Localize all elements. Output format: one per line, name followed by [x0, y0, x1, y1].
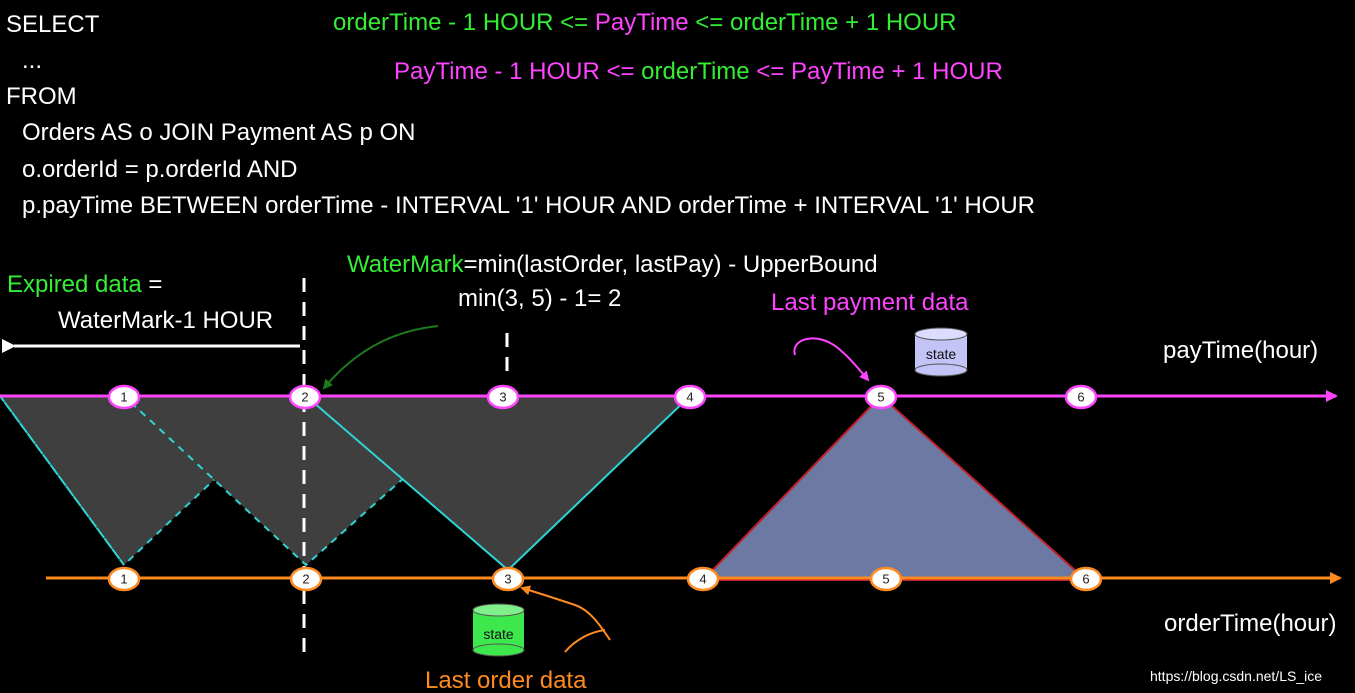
last-payment-label: Last payment data	[771, 289, 969, 316]
order-node-circle	[1069, 566, 1103, 592]
formula-order-bounds: orderTime - 1 HOUR <= PayTime <= orderTi…	[333, 9, 957, 36]
pay-node-1: 1	[107, 384, 141, 410]
order-node-2: 2	[289, 566, 323, 592]
order-node-label: 4	[699, 572, 706, 587]
order-state-icon: state	[472, 603, 525, 657]
order-node-circle	[491, 566, 525, 592]
formula1-part3: <= orderTime + 1 HOUR	[689, 9, 957, 36]
ordertime-axis-label: orderTime(hour)	[1164, 610, 1337, 637]
order-node-circle	[869, 566, 903, 592]
formula2-part2: orderTime	[641, 58, 749, 85]
pay-node-6: 6	[1064, 384, 1098, 410]
sql-between-line: p.payTime BETWEEN orderTime - INTERVAL '…	[22, 192, 1035, 219]
last-order-pointer-arrow	[520, 585, 611, 641]
watermark-formula-text: =min(lastOrder, lastPay) - UpperBound	[463, 251, 877, 278]
formula-pay-bounds: PayTime - 1 HOUR <= orderTime <= PayTime…	[394, 58, 1003, 85]
expired-data-label: Expired data =	[7, 271, 162, 298]
payment-state-top	[914, 327, 968, 341]
order-node-6: 6	[1069, 566, 1103, 592]
paytime-nodes: 1 2 3 4 5 6	[107, 384, 1098, 410]
formula2-part1: PayTime - 1 HOUR <=	[394, 58, 641, 85]
order-state-label: state	[483, 626, 514, 642]
sql-from: FROM	[6, 83, 77, 110]
window-pay-5	[700, 394, 1089, 581]
payment-state-icon: state	[914, 327, 968, 377]
sql-on-line: o.orderId = p.orderId AND	[22, 156, 297, 183]
pay-node-5: 5	[864, 384, 898, 410]
watermark-calc: min(3, 5) - 1= 2	[458, 285, 621, 312]
formula2-part3: <= PayTime + 1 HOUR	[750, 58, 1003, 85]
expired-eq: =	[142, 271, 163, 298]
pay-node-circle	[288, 384, 322, 410]
order-node-circle	[289, 566, 323, 592]
order-node-4: 4	[686, 566, 720, 592]
pay-node-circle	[107, 384, 141, 410]
pay-node-2: 2	[288, 384, 322, 410]
sql-join-line: Orders AS o JOIN Payment AS p ON	[22, 119, 415, 146]
order-state-body	[473, 610, 524, 650]
watermark-pointer-arrow	[322, 325, 439, 390]
paytime-axis-label: payTime(hour)	[1163, 337, 1318, 364]
watermark-formula: WaterMark=min(lastOrder, lastPay) - Uppe…	[347, 251, 878, 278]
pay-node-4: 4	[673, 384, 707, 410]
order-node-3: 3	[491, 566, 525, 592]
pay-node-label: 3	[499, 390, 506, 405]
expired-label: Expired data	[7, 271, 142, 298]
sql-select: SELECT	[6, 11, 100, 38]
source-watermark: https://blog.csdn.net/LS_ice	[1150, 668, 1322, 684]
order-node-label: 1	[120, 572, 127, 587]
pay-node-label: 5	[877, 390, 884, 405]
order-state-top	[472, 603, 525, 617]
pay-node-circle	[673, 384, 707, 410]
order-windows	[0, 395, 693, 572]
pay-node-label: 2	[301, 390, 308, 405]
pay-node-label: 6	[1077, 390, 1084, 405]
watermark-label: WaterMark	[347, 251, 464, 278]
pay-node-circle	[1064, 384, 1098, 410]
pay-node-circle	[486, 384, 520, 410]
order-node-label: 6	[1082, 572, 1089, 587]
order-node-label: 5	[882, 572, 889, 587]
last-order-label: Last order data	[425, 667, 587, 693]
pay-node-3: 3	[486, 384, 520, 410]
formula1-part2: PayTime	[595, 9, 689, 36]
sql-ellipsis: ...	[22, 47, 42, 74]
order-node-label: 2	[302, 572, 309, 587]
pay-node-label: 4	[686, 390, 693, 405]
order-node-5: 5	[869, 566, 903, 592]
last-order-pointer-tail	[564, 629, 606, 653]
order-node-label: 3	[504, 572, 511, 587]
order-state-bottom	[472, 643, 525, 657]
pay-node-circle	[864, 384, 898, 410]
expired-value: WaterMark-1 HOUR	[58, 307, 273, 334]
last-payment-pointer-arrow	[793, 337, 870, 382]
formula1-part1: orderTime - 1 HOUR <=	[333, 9, 595, 36]
sql-code-block: SELECT ... FROM Orders AS o JOIN Payment…	[6, 11, 1035, 219]
window-order-1-left-edge	[0, 395, 125, 566]
order-node-circle	[686, 566, 720, 592]
ordertime-nodes: 1 2 3 4 5 6	[107, 566, 1103, 592]
payment-state-bottom	[914, 363, 968, 377]
order-node-circle	[107, 566, 141, 592]
order-node-1: 1	[107, 566, 141, 592]
payment-state-label: state	[926, 346, 957, 362]
pay-node-label: 1	[120, 390, 127, 405]
